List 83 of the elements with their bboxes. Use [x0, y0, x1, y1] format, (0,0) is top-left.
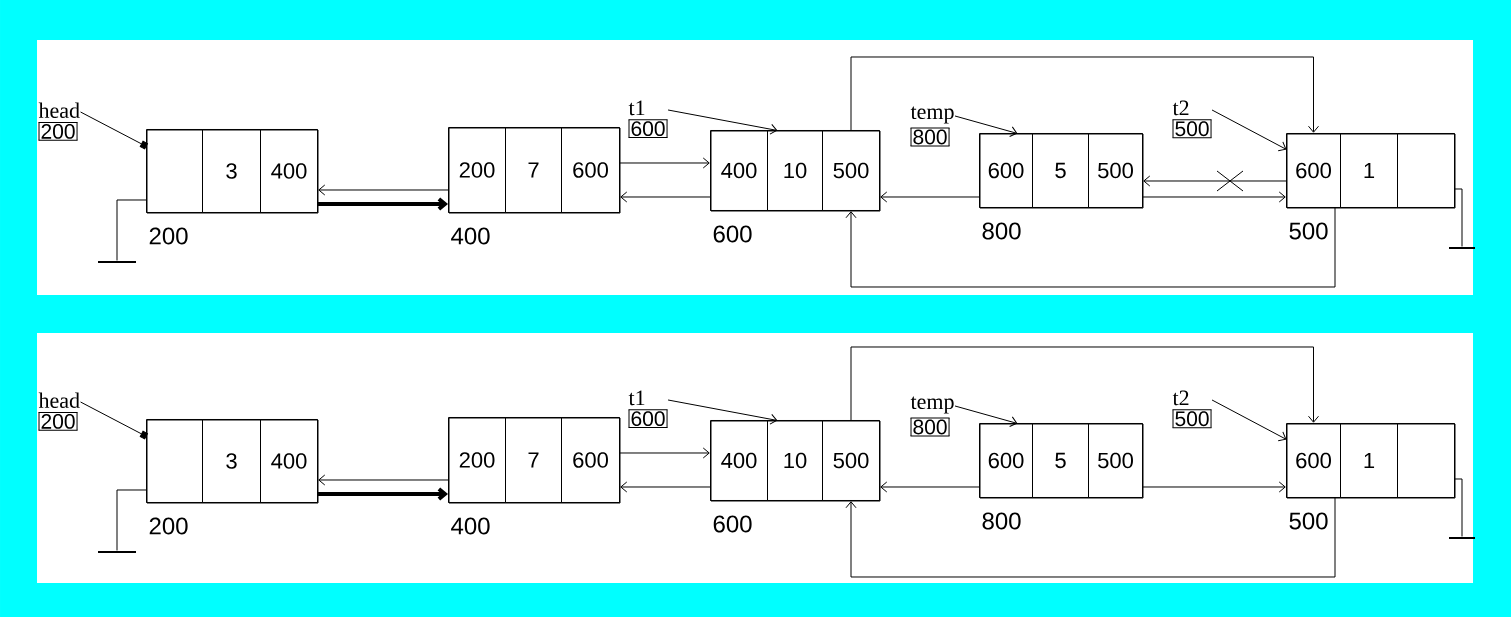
- field-cell: [146, 129, 203, 213]
- field-cell: 7: [505, 127, 562, 213]
- arrow: [1142, 481, 1286, 493]
- arrow: [845, 207, 1336, 288]
- field-cell: 400: [260, 129, 318, 213]
- record-box: [979, 133, 1144, 209]
- field-cell: 600: [1286, 133, 1341, 208]
- record-box: [448, 127, 621, 214]
- field-cell: 500: [1088, 423, 1143, 498]
- field-cell: [1397, 423, 1455, 498]
- pointer-label: t1 600: [628, 390, 669, 429]
- arrow: [80, 401, 148, 440]
- arrow: [845, 497, 1336, 578]
- address-label: 400: [451, 517, 490, 535]
- record-box: [710, 420, 881, 502]
- field-cell: 5: [1032, 423, 1089, 498]
- arrow: [619, 447, 710, 459]
- arrow: [880, 191, 980, 203]
- field-cell: 400: [710, 420, 768, 501]
- arrow: [880, 481, 980, 493]
- address-label: 600: [713, 515, 752, 533]
- pointer-label: temp 800: [910, 396, 954, 437]
- field-cell: 200: [448, 127, 506, 213]
- arrow: [318, 197, 448, 211]
- field-cell: 600: [561, 127, 620, 213]
- address-label: 200: [149, 517, 188, 535]
- field-cell: 3: [202, 129, 261, 213]
- field-cell: 10: [767, 130, 823, 211]
- field-cell: 500: [822, 130, 880, 211]
- address-label: 800: [982, 222, 1021, 240]
- record-box: [1286, 423, 1456, 499]
- arrow: [318, 184, 449, 196]
- address-label: 400: [451, 227, 490, 245]
- pointer-label: head 200: [38, 392, 80, 431]
- arrow: [620, 191, 711, 203]
- record-box: [710, 130, 881, 212]
- arrow: [1142, 191, 1286, 203]
- arrow: [954, 405, 1018, 427]
- arrow: [667, 399, 778, 425]
- field-cell: 600: [561, 417, 620, 503]
- record-box: [448, 417, 621, 504]
- field-cell: 600: [979, 133, 1033, 208]
- field-cell: 1: [1340, 423, 1398, 498]
- field-cell: [146, 419, 203, 503]
- address-label: 500: [1289, 512, 1328, 530]
- field-cell: 400: [260, 419, 318, 503]
- address-label: 200: [149, 227, 188, 245]
- pointer-label: temp 800: [910, 106, 954, 147]
- field-cell: 500: [1088, 133, 1143, 208]
- field-cell: 3: [202, 419, 261, 503]
- pointer-label: t2 500: [1172, 100, 1213, 139]
- arrow: [318, 487, 448, 501]
- arrow: [667, 109, 778, 135]
- field-cell: [1397, 133, 1455, 208]
- field-cell: 500: [822, 420, 880, 501]
- field-cell: 600: [979, 423, 1033, 498]
- field-cell: 400: [710, 130, 768, 211]
- address-label: 800: [982, 512, 1021, 530]
- arrow: [850, 346, 1319, 423]
- field-cell: 1: [1340, 133, 1398, 208]
- address-label: 500: [1289, 222, 1328, 240]
- pointer-label: t1 600: [628, 100, 669, 139]
- field-cell: 200: [448, 417, 506, 503]
- field-cell: 10: [767, 420, 823, 501]
- arrow: [80, 111, 148, 150]
- record-box: [146, 129, 319, 214]
- field-cell: 600: [1286, 423, 1341, 498]
- arrow: [620, 481, 711, 493]
- pointer-label: head 200: [38, 102, 80, 141]
- arrow: [1211, 399, 1287, 442]
- pointer-label: t2 500: [1172, 390, 1213, 429]
- arrow: [850, 56, 1319, 133]
- arrow: [1211, 109, 1287, 152]
- arrow: [318, 474, 449, 486]
- address-label: 600: [713, 225, 752, 243]
- record-box: [146, 419, 319, 504]
- field-cell: 5: [1032, 133, 1089, 208]
- field-cell: 7: [505, 417, 562, 503]
- arrow: [1143, 175, 1287, 187]
- record-box: [979, 423, 1144, 499]
- arrow: [619, 157, 710, 169]
- arrow: [954, 115, 1018, 137]
- record-box: [1286, 133, 1456, 209]
